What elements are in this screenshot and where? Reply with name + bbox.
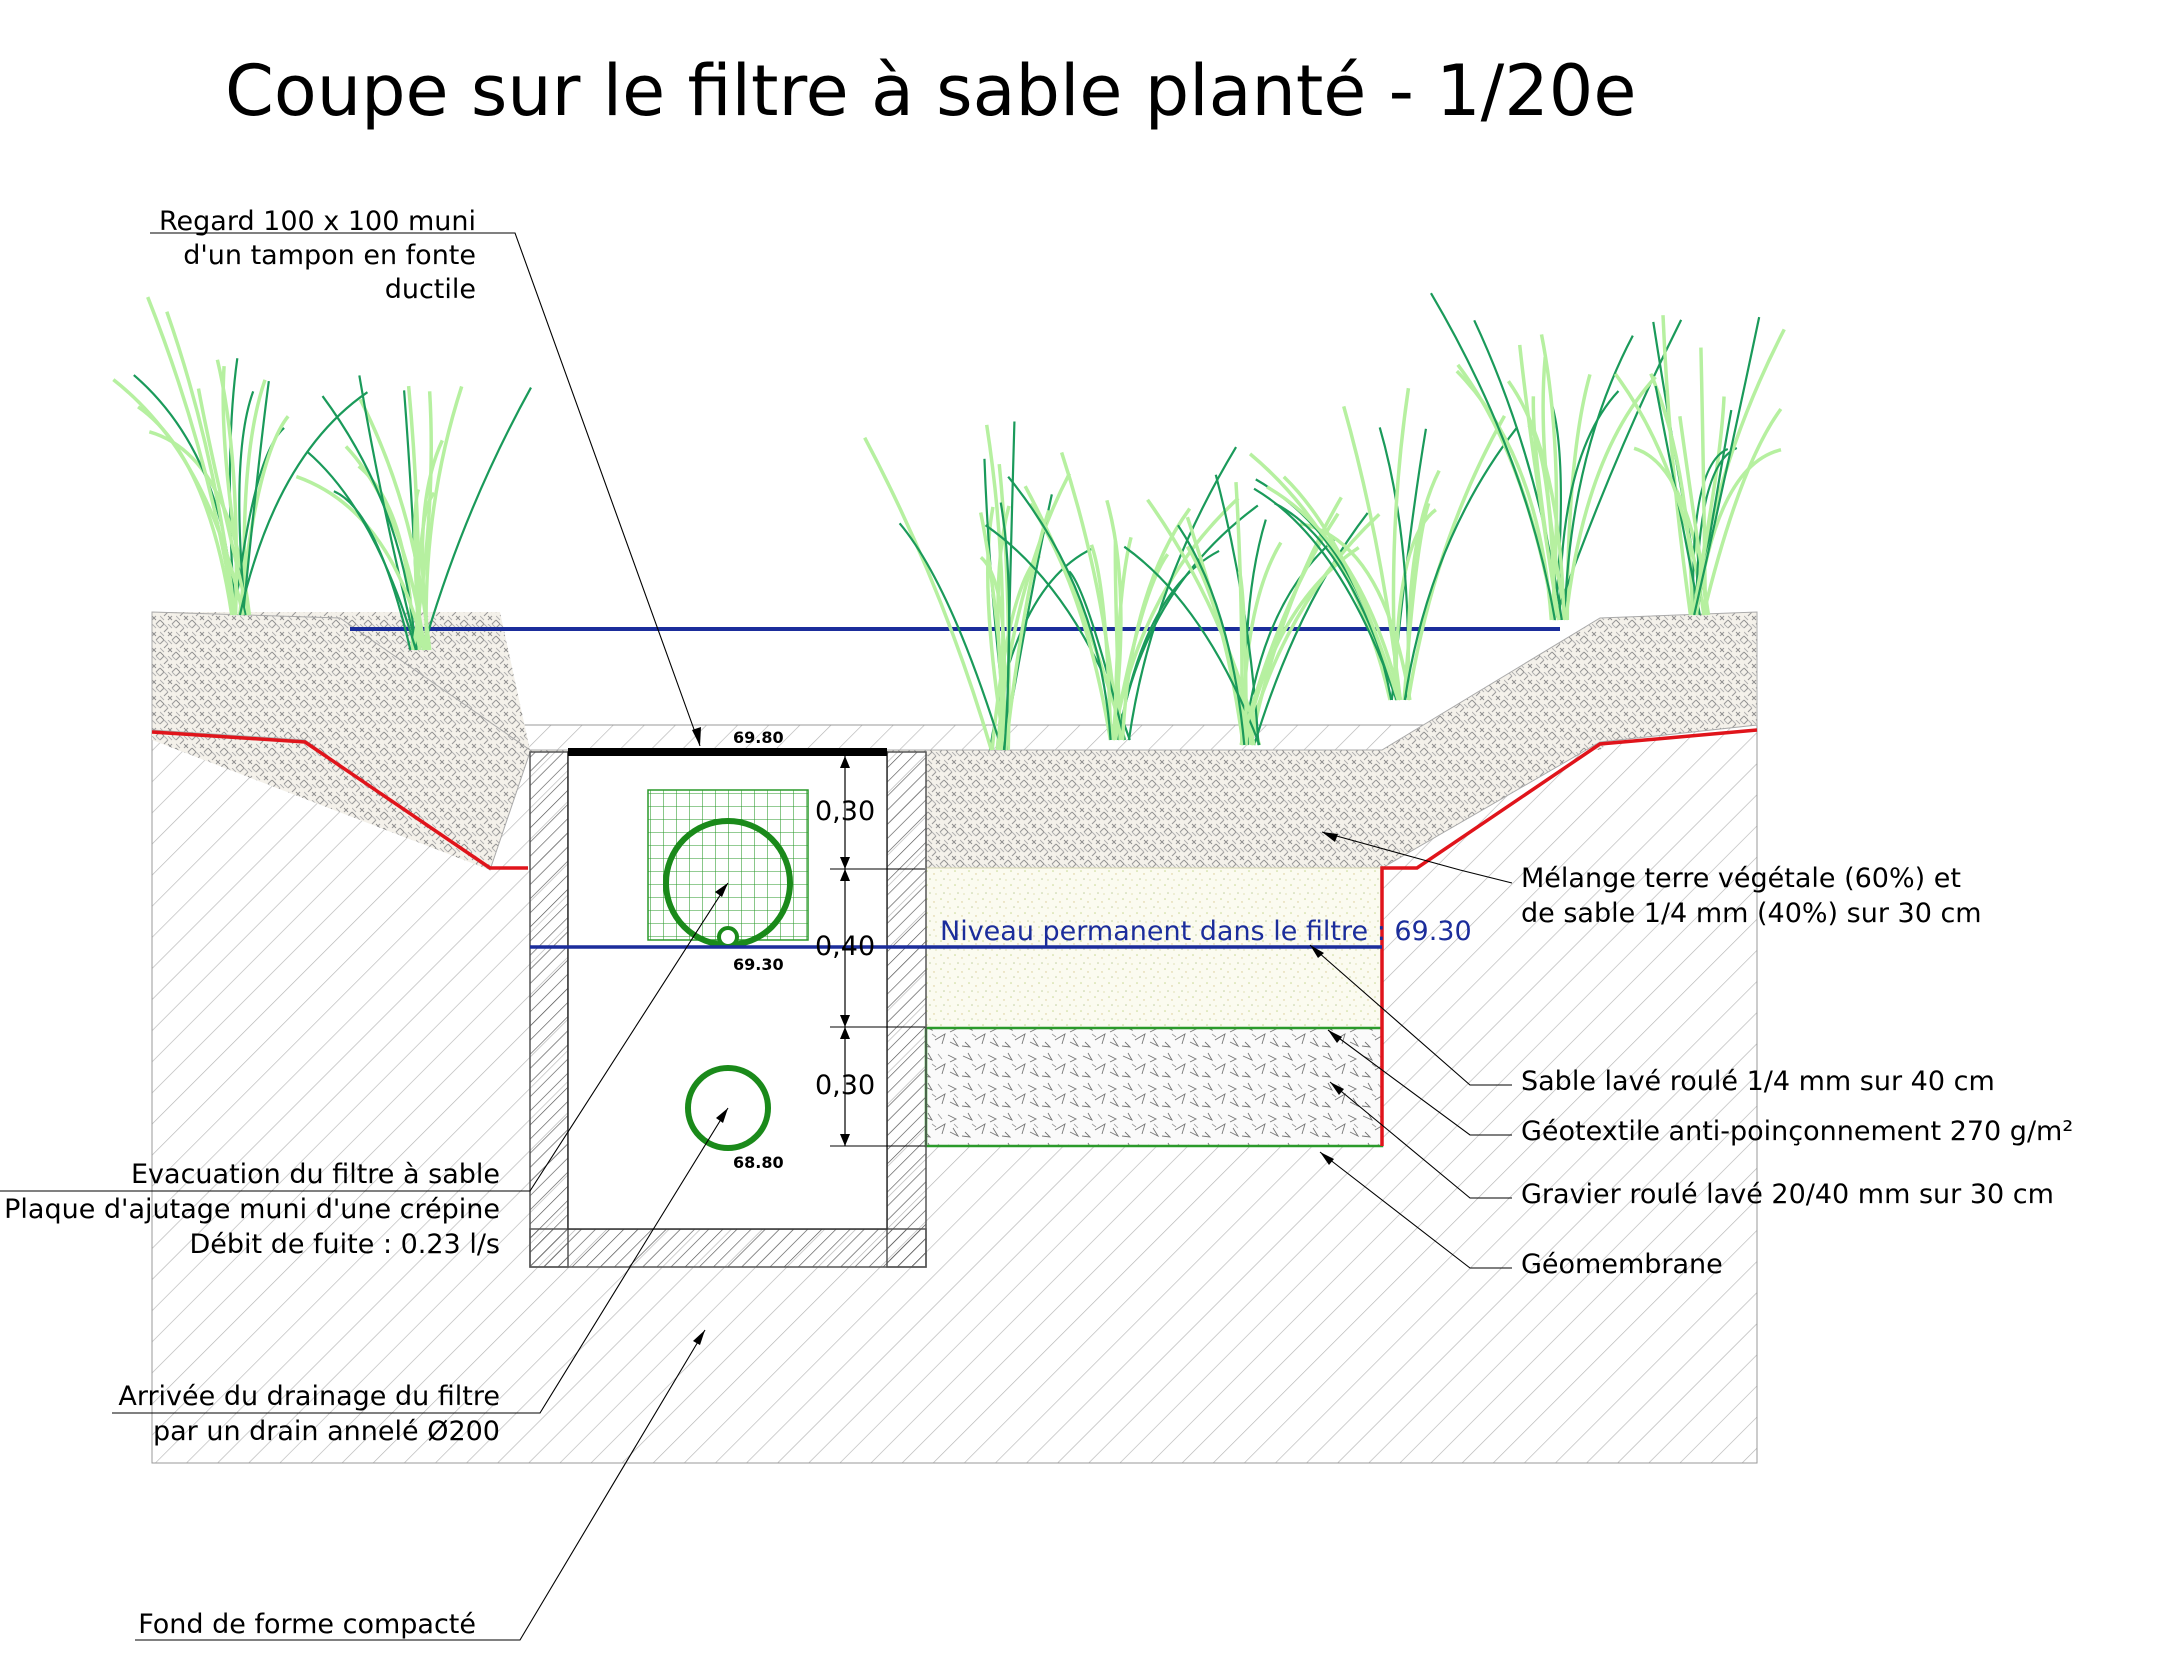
label-evacuation-line-2: Plaque d'ajutage muni d'une crépine: [4, 1194, 500, 1225]
leader-gravier: [1329, 1081, 1512, 1199]
permanent-level-label: Niveau permanent dans le filtre : 69.30: [940, 916, 1472, 947]
manhole-wall-left: [529, 751, 569, 1268]
reed-leaf: [863, 436, 994, 751]
label-evacuation-line-3: Débit de fuite : 0.23 l/s: [190, 1229, 501, 1260]
label-regard-line-2: d'un tampon en fonte: [183, 240, 476, 271]
reed-leaf: [1342, 405, 1403, 701]
reed-leaf: [984, 424, 1005, 751]
leader-evacuation: [0, 882, 729, 1192]
reed-leaf: [1564, 375, 1657, 621]
drawing-title: Coupe sur le filtre à sable planté - 1/2…: [225, 50, 1636, 132]
label-sable: Sable lavé roulé 1/4 mm sur 40 cm: [1521, 1066, 1995, 1097]
reed-leaf: [997, 463, 1011, 751]
label-regard-line-1: Regard 100 x 100 muni: [159, 206, 476, 237]
reed-plants: [112, 292, 1786, 751]
reed-leaf: [1113, 541, 1122, 741]
reed-leaf: [112, 378, 245, 616]
leader-regard: [150, 232, 701, 747]
label-arrivee-line-1: Arrivée du drainage du filtre: [118, 1381, 500, 1412]
reed-leaf: [1699, 347, 1708, 616]
label-arrivee-line-2: par un drain annelé Ø200: [153, 1416, 500, 1447]
reed-leaf: [1111, 496, 1240, 741]
label-melange-line-2: de sable 1/4 mm (40%) sur 30 cm: [1521, 898, 1982, 929]
reed-leaf: [1701, 407, 1783, 616]
leader-geomembrane: [1319, 1151, 1512, 1269]
dimension-chain: [830, 756, 925, 1147]
label-arrivee: Arrivée du drainage du filtre par un dra…: [118, 1381, 500, 1447]
reed-leaf: [1089, 544, 1113, 741]
reed-leaf: [1693, 316, 1761, 616]
leader-melange: [1321, 831, 1513, 884]
leader-fond: [135, 1329, 706, 1641]
geomembrane-left: [151, 730, 528, 870]
reed-leaf: [1403, 426, 1519, 701]
leader-arrivee: [112, 1107, 729, 1414]
drain-pipe: [685, 1065, 771, 1151]
reed-leaf: [1563, 335, 1634, 621]
label-regard-line-3: ductile: [385, 274, 476, 305]
dimension-2: 0,40: [815, 931, 875, 962]
reed-leaf: [1234, 482, 1244, 746]
reed-leaf: [305, 450, 417, 651]
manhole-wall-right: [886, 751, 927, 1268]
reed-leaf: [1248, 452, 1392, 701]
label-melange-line-1: Mélange terre végétale (60%) et: [1521, 863, 1961, 894]
reed-leaf: [1112, 536, 1133, 741]
leader-geotextile: [1327, 1029, 1512, 1136]
label-gravier: Gravier roulé lavé 20/40 mm sur 30 cm: [1521, 1179, 2054, 1210]
reed-leaf: [1402, 502, 1431, 701]
reed-leaf: [1253, 512, 1369, 746]
reed-leaf: [1007, 475, 1112, 741]
reed-leaf: [295, 474, 426, 651]
label-geomembrane: Géomembrane: [1521, 1249, 1723, 1280]
reed-leaf: [1120, 507, 1192, 741]
reed-leaf: [413, 488, 422, 651]
level-top: 69.80: [733, 728, 784, 747]
reed-leaf: [1237, 570, 1248, 746]
label-evacuation-line-1: Evacuation du filtre à sable: [131, 1159, 500, 1190]
leader-sable: [1309, 944, 1512, 1086]
label-melange: Mélange terre végétale (60%) et de sable…: [1521, 863, 1982, 929]
reed-leaf: [421, 387, 532, 651]
reed-leaf: [898, 522, 1004, 751]
label-fond: Fond de forme compacté: [138, 1609, 476, 1640]
label-geotextile: Géotextile anti-poinçonnement 270 g/m²: [1521, 1116, 2073, 1147]
level-middle: 69.30: [733, 955, 784, 974]
reed-leaf: [321, 395, 417, 651]
strainer-grid: [647, 789, 809, 941]
reed-leaf: [165, 311, 237, 616]
manhole-floor: [529, 1228, 927, 1268]
reed-leaf: [1003, 509, 1051, 751]
reed-leaf: [1177, 524, 1246, 746]
orifice: [717, 926, 739, 948]
reed-leaf: [1506, 380, 1566, 621]
reed-leaf: [1527, 424, 1557, 621]
reed-leaf: [215, 359, 239, 616]
reed-leaf: [1661, 315, 1693, 616]
reed-leaf: [196, 388, 251, 616]
label-regard: Regard 100 x 100 muni d'un tampon en fon…: [159, 206, 476, 305]
mix-layer: [926, 752, 1382, 868]
reed-leaf: [999, 502, 1011, 751]
reed-leaf: [241, 381, 270, 616]
reed-leaf: [979, 555, 1007, 751]
gravel-layer: [924, 1026, 1384, 1148]
reed-leaf: [238, 391, 255, 616]
reed-leaf: [146, 296, 237, 616]
reed-leaf: [1282, 475, 1400, 701]
reed-leaf: [238, 391, 369, 616]
reed-leaf: [424, 385, 464, 651]
dimension-1: 0,30: [815, 796, 875, 827]
label-evacuation: Evacuation du filtre à sable Plaque d'aj…: [4, 1159, 500, 1260]
reed-leaf: [1430, 292, 1557, 621]
level-bottom: 68.80: [733, 1153, 784, 1172]
geomembrane-right: [1380, 728, 1758, 1146]
manhole-cover: [568, 748, 887, 756]
dimension-3: 0,30: [815, 1070, 875, 1101]
reed-leaf: [1649, 372, 1695, 616]
reed-leaf: [1695, 447, 1738, 616]
reed-leaf: [1406, 414, 1507, 701]
reed-leaf: [1127, 446, 1238, 741]
